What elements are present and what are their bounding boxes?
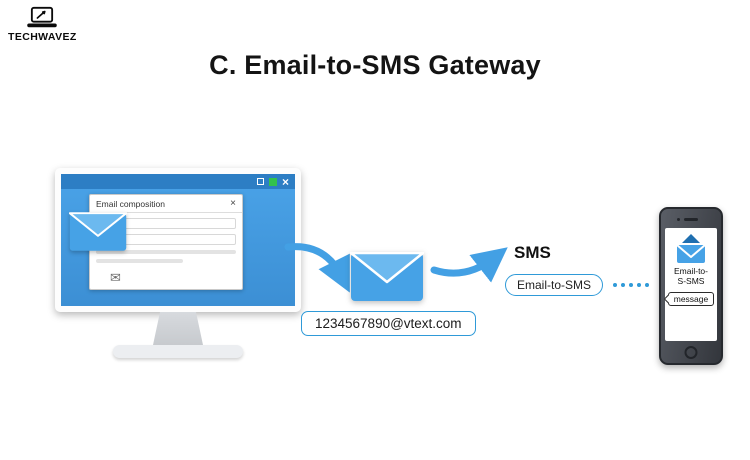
monitor-screen: × Email composition × ✉ — [61, 174, 295, 306]
desktop-monitor: × Email composition × ✉ — [55, 168, 301, 358]
trail-dot — [637, 283, 641, 287]
email-to-sms-pill: Email-to-SMS — [505, 274, 604, 296]
phone-screen: Email-to- S-SMS message — [665, 228, 717, 341]
phone-app-label: Email-to- S-SMS — [673, 266, 708, 287]
email-window-close-icon: × — [230, 197, 236, 209]
phone-speaker-icon — [684, 218, 698, 221]
monitor-stand — [153, 312, 203, 345]
email-envelope-icon — [69, 212, 127, 251]
text-line — [96, 250, 236, 254]
flow-arrow-envelope-to-sms — [430, 247, 508, 283]
message-bubble: message — [667, 291, 715, 306]
phone-app-label-line1: Email-to- — [673, 266, 708, 276]
open-envelope-icon — [676, 234, 706, 263]
monitor-frame: × Email composition × ✉ — [55, 168, 301, 312]
monitor-base — [113, 345, 243, 358]
trail-dot — [621, 283, 625, 287]
brand-logo: TECHWAVEZ — [8, 6, 77, 43]
gateway-address-label: 1234567890@vtext.com — [301, 311, 476, 336]
phone-app-label-line2: S-SMS — [677, 275, 705, 286]
trail-dot — [613, 283, 617, 287]
window-maximize-icon — [268, 177, 277, 186]
text-line — [96, 259, 183, 263]
trail-dot — [629, 283, 633, 287]
window-restore-icon — [256, 178, 264, 185]
dotted-trail — [613, 283, 649, 287]
sms-heading: SMS — [514, 243, 551, 262]
trail-dot — [645, 283, 649, 287]
laptop-icon — [27, 6, 58, 28]
window-close-icon: × — [281, 174, 289, 189]
phone-home-button — [684, 346, 698, 359]
screen-titlebar: × — [61, 174, 295, 189]
email-window-header: Email composition × — [90, 195, 242, 213]
email-window-title: Email composition — [96, 198, 165, 209]
page-title: C. Email-to-SMS Gateway — [209, 50, 541, 80]
smartphone: Email-to- S-SMS message — [659, 207, 723, 365]
small-envelope-icon: ✉ — [110, 270, 121, 285]
envelope-icon — [350, 252, 424, 301]
phone-camera-icon — [677, 218, 680, 221]
brand-name: TECHWAVEZ — [8, 31, 77, 43]
